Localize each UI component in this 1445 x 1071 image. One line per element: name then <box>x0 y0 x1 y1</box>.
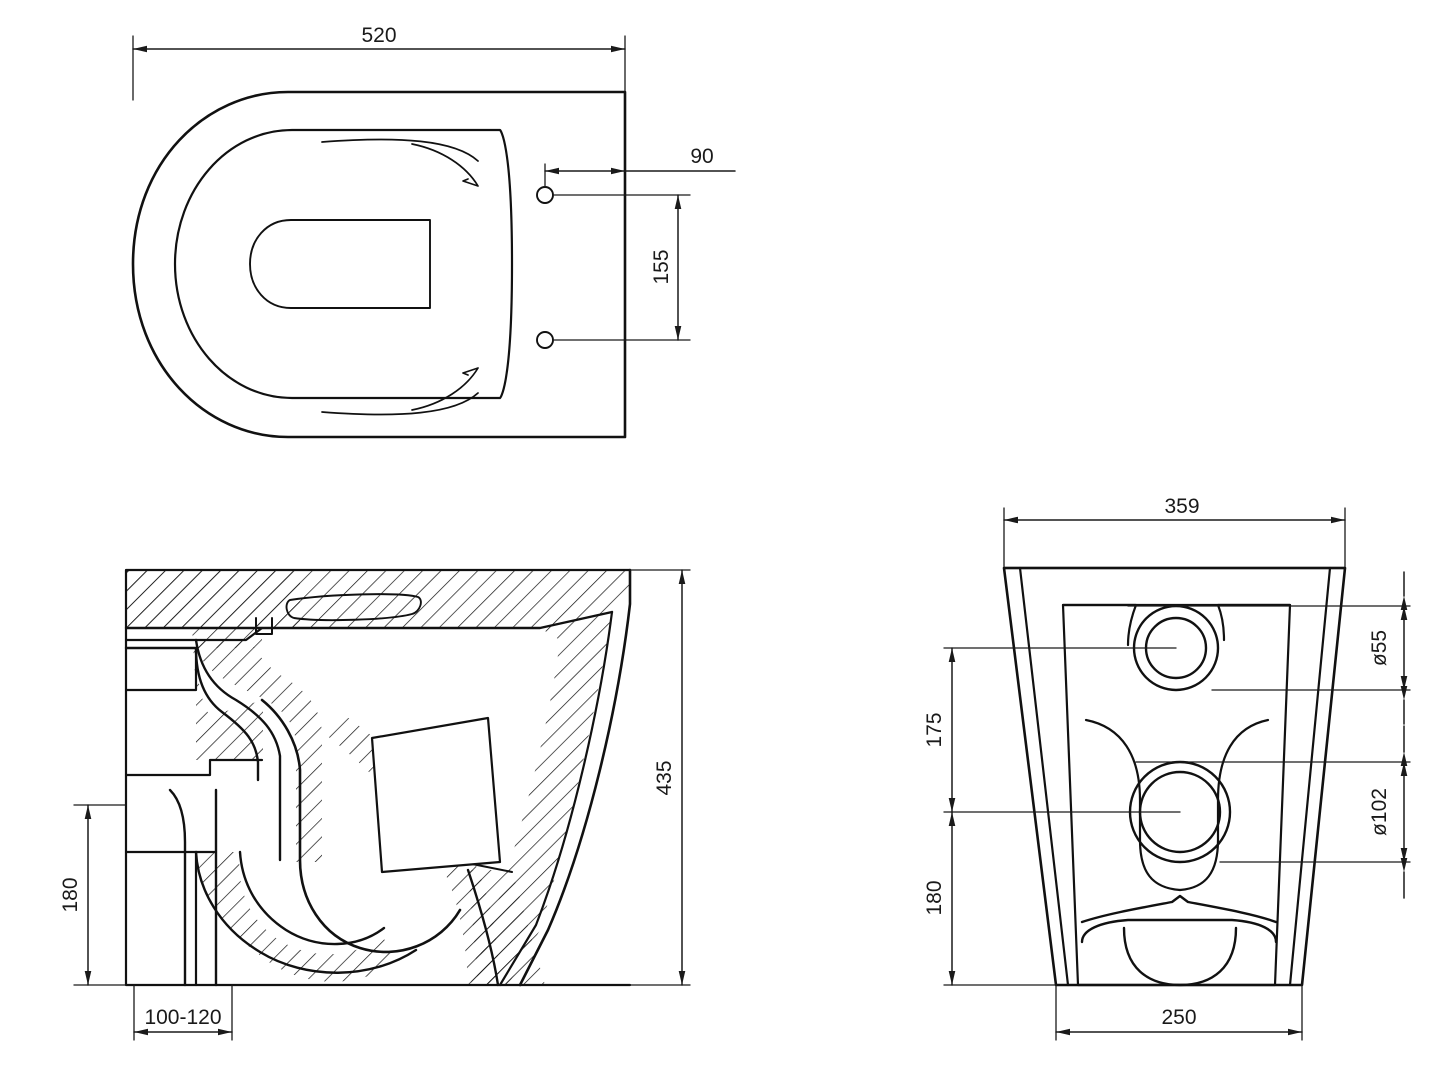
dimension-155-label: 155 <box>650 249 673 284</box>
dimension-dia102: ø102 <box>1368 725 1408 899</box>
section-flush-hole <box>285 593 422 622</box>
rear-view-recess-panel <box>1061 603 1292 987</box>
dimension-175: 175 <box>923 647 956 813</box>
dimension-dia55-label: ø55 <box>1368 630 1391 666</box>
section-rim-shelf <box>124 646 198 692</box>
section-rim-top <box>124 610 614 630</box>
rear-view-inlet-boss <box>1061 603 1292 647</box>
section-hatch-trap <box>196 852 398 982</box>
rear-view-base-arc <box>1122 926 1238 987</box>
dimension-155: 155 <box>650 194 682 341</box>
top-view-bowl-opening <box>249 219 431 309</box>
dimension-180-rear: 180 <box>923 811 956 986</box>
rear-view-rib-left <box>1084 718 1182 892</box>
section-bowl-inner-wall <box>194 638 282 862</box>
dimension-250-label: 250 <box>1161 1006 1196 1029</box>
top-view-rim-highlight-lower <box>321 392 479 416</box>
rear-view-bottom-lip <box>1080 894 1278 924</box>
top-view-rim-highlight-upper <box>321 138 479 162</box>
dimension-90: 90 <box>544 145 736 175</box>
section-bowl-interior <box>260 698 462 954</box>
section-view: 435 180 100-120 <box>59 568 691 1041</box>
top-view-pan-outline <box>131 90 627 439</box>
section-mid-shelf <box>124 758 264 777</box>
dimension-520: 520 <box>132 24 626 53</box>
section-hatch-shelf <box>126 570 300 628</box>
rear-view-body-outline <box>1002 566 1347 987</box>
rear-view-right-taper <box>1288 566 1332 987</box>
top-view-rim-chamfer-upper <box>411 143 479 187</box>
section-hatch-right-leg <box>468 870 545 985</box>
dimension-100-120: 100-120 <box>133 984 233 1041</box>
section-outlet-left <box>168 788 187 987</box>
dimension-435: 435 <box>629 569 691 986</box>
top-view-bolt-hole-lower <box>536 331 554 349</box>
dimension-359-label: 359 <box>1164 495 1199 518</box>
top-view-rim-outline <box>173 128 514 400</box>
dimension-520-label: 520 <box>361 24 396 47</box>
section-internal-chamber <box>370 716 502 874</box>
section-right-leg-inner <box>466 868 500 987</box>
rear-view-left-taper <box>1018 566 1070 987</box>
dimension-100-120-label: 100-120 <box>144 1006 221 1029</box>
dimension-250: 250 <box>1055 984 1303 1041</box>
dimension-dia102-label: ø102 <box>1368 788 1391 836</box>
dimension-180-section-label: 180 <box>59 877 82 912</box>
rear-view: 359 <box>923 495 1411 1041</box>
dimension-180-section: 180 <box>59 804 127 986</box>
dimension-90-label: 90 <box>690 145 713 168</box>
rear-view-reference-lines <box>943 605 1411 863</box>
top-view-rim-chamfer-lower <box>411 367 479 411</box>
section-rear-outline <box>518 568 632 987</box>
section-trap-bottom <box>194 850 418 974</box>
rear-view-bottom-shelf <box>1080 918 1278 944</box>
section-rim-profile <box>124 646 260 782</box>
rear-view-rib-right <box>1178 718 1270 892</box>
dimension-dia55: ø55 <box>1368 571 1408 725</box>
section-hatch-rim <box>192 628 263 760</box>
section-rear-inner-outline <box>498 610 614 987</box>
section-valve-notch <box>255 617 273 635</box>
dimension-180-rear-label: 180 <box>923 880 946 915</box>
section-hatch-bowl-wall <box>196 640 322 862</box>
top-view-bolt-hole-upper <box>536 186 554 204</box>
section-trap-inner <box>238 850 386 946</box>
dimension-359: 359 <box>1003 495 1346 524</box>
dimension-175-label: 175 <box>923 712 946 747</box>
top-view: 520 90 155 <box>131 24 736 439</box>
dimension-435-label: 435 <box>653 760 676 795</box>
